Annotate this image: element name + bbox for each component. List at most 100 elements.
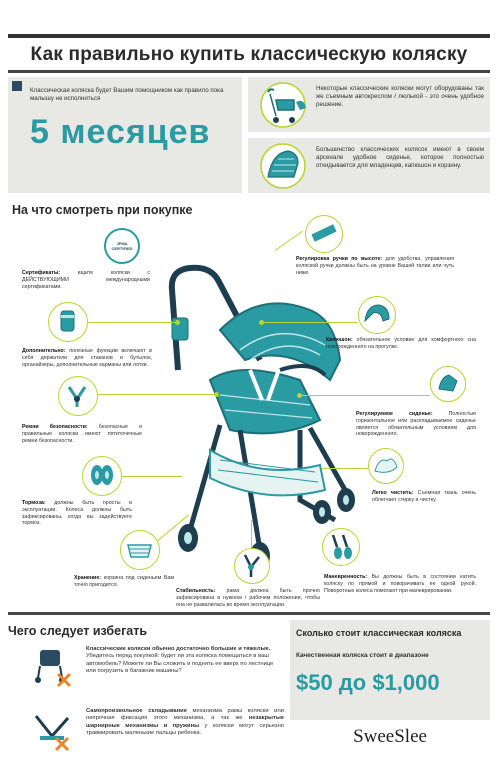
brakes-circle	[82, 456, 122, 496]
seat-icon	[260, 143, 306, 189]
handle-leader	[274, 230, 304, 252]
avoid-item-2-bold-2: незакрытые шарнирные механизмы и пружины	[86, 715, 284, 729]
clean-leader	[322, 468, 368, 470]
jpma-badge: JPMA CERTIFIED	[104, 228, 140, 264]
intro-age-panel: Классическая коляска будет Вашим помощни…	[8, 77, 242, 193]
feature-basket-title: Хранение:	[74, 575, 102, 581]
recline-seat-icon	[438, 374, 458, 392]
fabric-icon	[374, 458, 398, 473]
extras-circle	[48, 302, 88, 342]
feature-handle-title: Регулировка ручки по высоте:	[296, 256, 383, 262]
feature-maneuver-text: Вы должны быть в состоянии катить коляск…	[324, 574, 476, 594]
intro-seat-panel: Большинство классических колясок имеют в…	[248, 138, 490, 193]
intro-carseat-panel: Некоторые классические коляски могут обо…	[248, 77, 490, 132]
buy-section-title: На что смотреть при покупке	[12, 203, 193, 217]
seat-leader	[300, 395, 430, 397]
harness-icon	[67, 386, 87, 407]
stability-circle	[234, 548, 270, 584]
feature-basket: Хранение: корзина под сиденьем Вам точно…	[74, 575, 174, 589]
price-subtitle: Качественная коляска стоит в диапазоне	[296, 652, 429, 659]
feature-seat-text: Полностью горизонтальное или раскладывае…	[356, 411, 476, 438]
clean-circle	[368, 448, 404, 484]
fold-hazard-visual	[30, 708, 74, 752]
belts-leader	[98, 394, 216, 396]
feature-extras-title: Дополнительно:	[22, 348, 66, 354]
avoid-item-1-title: Классические коляски обычно достаточно б…	[86, 646, 271, 652]
avoid-item-1: Классические коляски обычно достаточно б…	[86, 646, 284, 676]
feature-handle: Регулировка ручки по высоте: для удобств…	[296, 256, 454, 276]
feature-cert-title: Сертификаты:	[22, 270, 61, 276]
feature-cert: Сертификаты: ищите коляски с ДЕЙСТВУЮЩИМ…	[22, 270, 150, 290]
feature-hood-text: обязательное условие для комфортного сна…	[326, 337, 476, 350]
intro-age-text: Классическая коляска будет Вашим помощни…	[30, 87, 224, 102]
hood-leader	[262, 322, 358, 324]
avoid-title: Чего следует избегать	[8, 624, 148, 638]
feature-belts-title: Ремни безопасности:	[22, 424, 88, 430]
brake-wheel-icon	[91, 465, 113, 485]
title-rule	[8, 70, 490, 73]
ruler-icon	[311, 224, 337, 242]
feature-maneuver: Маневренность: Вы должны быть в состояни…	[324, 574, 476, 594]
feature-extras-text: полезные функции включают в себя держате…	[22, 348, 152, 368]
brakes-leader	[122, 476, 182, 478]
stroller-illustration	[168, 264, 355, 570]
heavy-stroller-icon	[35, 650, 72, 688]
price-title: Сколько стоит классическая коляска	[296, 628, 462, 638]
price-panel: Сколько стоит классическая коляска Качес…	[290, 620, 490, 720]
feature-handle-text: для удобства, управления коляской ручки …	[296, 256, 454, 276]
handle-circle	[305, 215, 343, 253]
feature-hood: Капюшон: обязательное условие для комфор…	[326, 337, 476, 351]
avoid-item-2-text-1: механизма рамы коляски или непрочная фик…	[86, 708, 284, 722]
feature-basket-text: корзина под сиденьем Вам точно пригодитс…	[74, 575, 174, 588]
hood-dot	[259, 320, 264, 325]
feature-brakes: Тормоза: должны быть просты в эксплуатац…	[22, 500, 132, 527]
feature-hood-title: Капюшон:	[326, 337, 353, 343]
intro-age-value: 5 месяцев	[30, 113, 211, 151]
belts-dot	[214, 392, 219, 397]
price-range: $50 до $1,000	[296, 670, 440, 695]
feature-clean: Легко чистить: Съемная ткань очень облег…	[372, 490, 476, 504]
feature-brakes-title: Тормоза:	[22, 500, 46, 506]
feature-clean-title: Легко чистить:	[372, 490, 414, 496]
cup-holder-icon	[60, 310, 75, 332]
page-title: Как правильно купить классическую коляск…	[30, 44, 468, 65]
feature-cert-text: ищите коляски с ДЕЙСТВУЮЩИМИ международн…	[22, 270, 150, 290]
feature-brakes-text: должны быть просты в эксплуатации. Колес…	[22, 500, 132, 527]
square-icon	[12, 81, 22, 91]
feature-seat: Регулируемое сиденье: Полностью горизонт…	[356, 411, 476, 438]
avoid-item-1-text: Убедитесь перед покупкой: будет ли эта к…	[86, 653, 274, 675]
belts-circle	[58, 376, 98, 416]
basket-circle	[120, 530, 160, 570]
heavy-stroller-visual	[30, 644, 74, 688]
stroller-carseat-icon	[260, 82, 306, 128]
feature-belts-text: безопасные и правильные коляски имеют пя…	[22, 424, 142, 444]
seat-dot	[297, 393, 302, 398]
avoid-item-2-bold-1: Самопроизвольное складывание	[86, 708, 187, 714]
feature-stability-title: Стабильность:	[176, 588, 216, 594]
feature-stability: Стабильность: рама должна быть прочно за…	[176, 588, 320, 608]
intro-seat-text: Большинство классических колясок имеют в…	[316, 146, 484, 169]
feature-extras: Дополнительно: полезные функции включают…	[22, 348, 152, 368]
hood-circle	[358, 296, 396, 334]
basket-icon	[127, 544, 152, 558]
stability-leader	[251, 520, 253, 548]
avoid-item-2-text-2: у коляски могут серьезно травмировать ма…	[86, 722, 285, 737]
seat-circle	[430, 366, 466, 402]
intro-carseat-text: Некоторые классические коляски могут обо…	[316, 85, 484, 108]
bottom-rule	[8, 612, 490, 615]
jpma-badge-text: JPMA CERTIFIED	[111, 241, 133, 251]
feature-maneuver-title: Маневренность:	[324, 574, 368, 580]
hood-icon	[364, 304, 390, 323]
extras-leader	[88, 322, 176, 324]
extras-dot	[175, 320, 180, 325]
feature-stability-text: рама должна быть прочно зафиксирована в …	[176, 588, 320, 608]
feature-clean-text: Съемная ткань очень облегчает стирку и ч…	[372, 490, 476, 503]
brand-logo: SweeSlee	[353, 726, 427, 747]
swivel-wheel-icon	[331, 534, 352, 559]
feature-belts: Ремни безопасности: безопасные и правиль…	[22, 424, 142, 444]
folding-hazard-icon	[34, 715, 70, 752]
feature-seat-title: Регулируемое сиденье:	[356, 411, 433, 417]
avoid-item-2: Самопроизвольное складывание механизма р…	[86, 708, 284, 738]
top-rule	[8, 34, 490, 38]
maneuver-circle	[322, 528, 360, 566]
